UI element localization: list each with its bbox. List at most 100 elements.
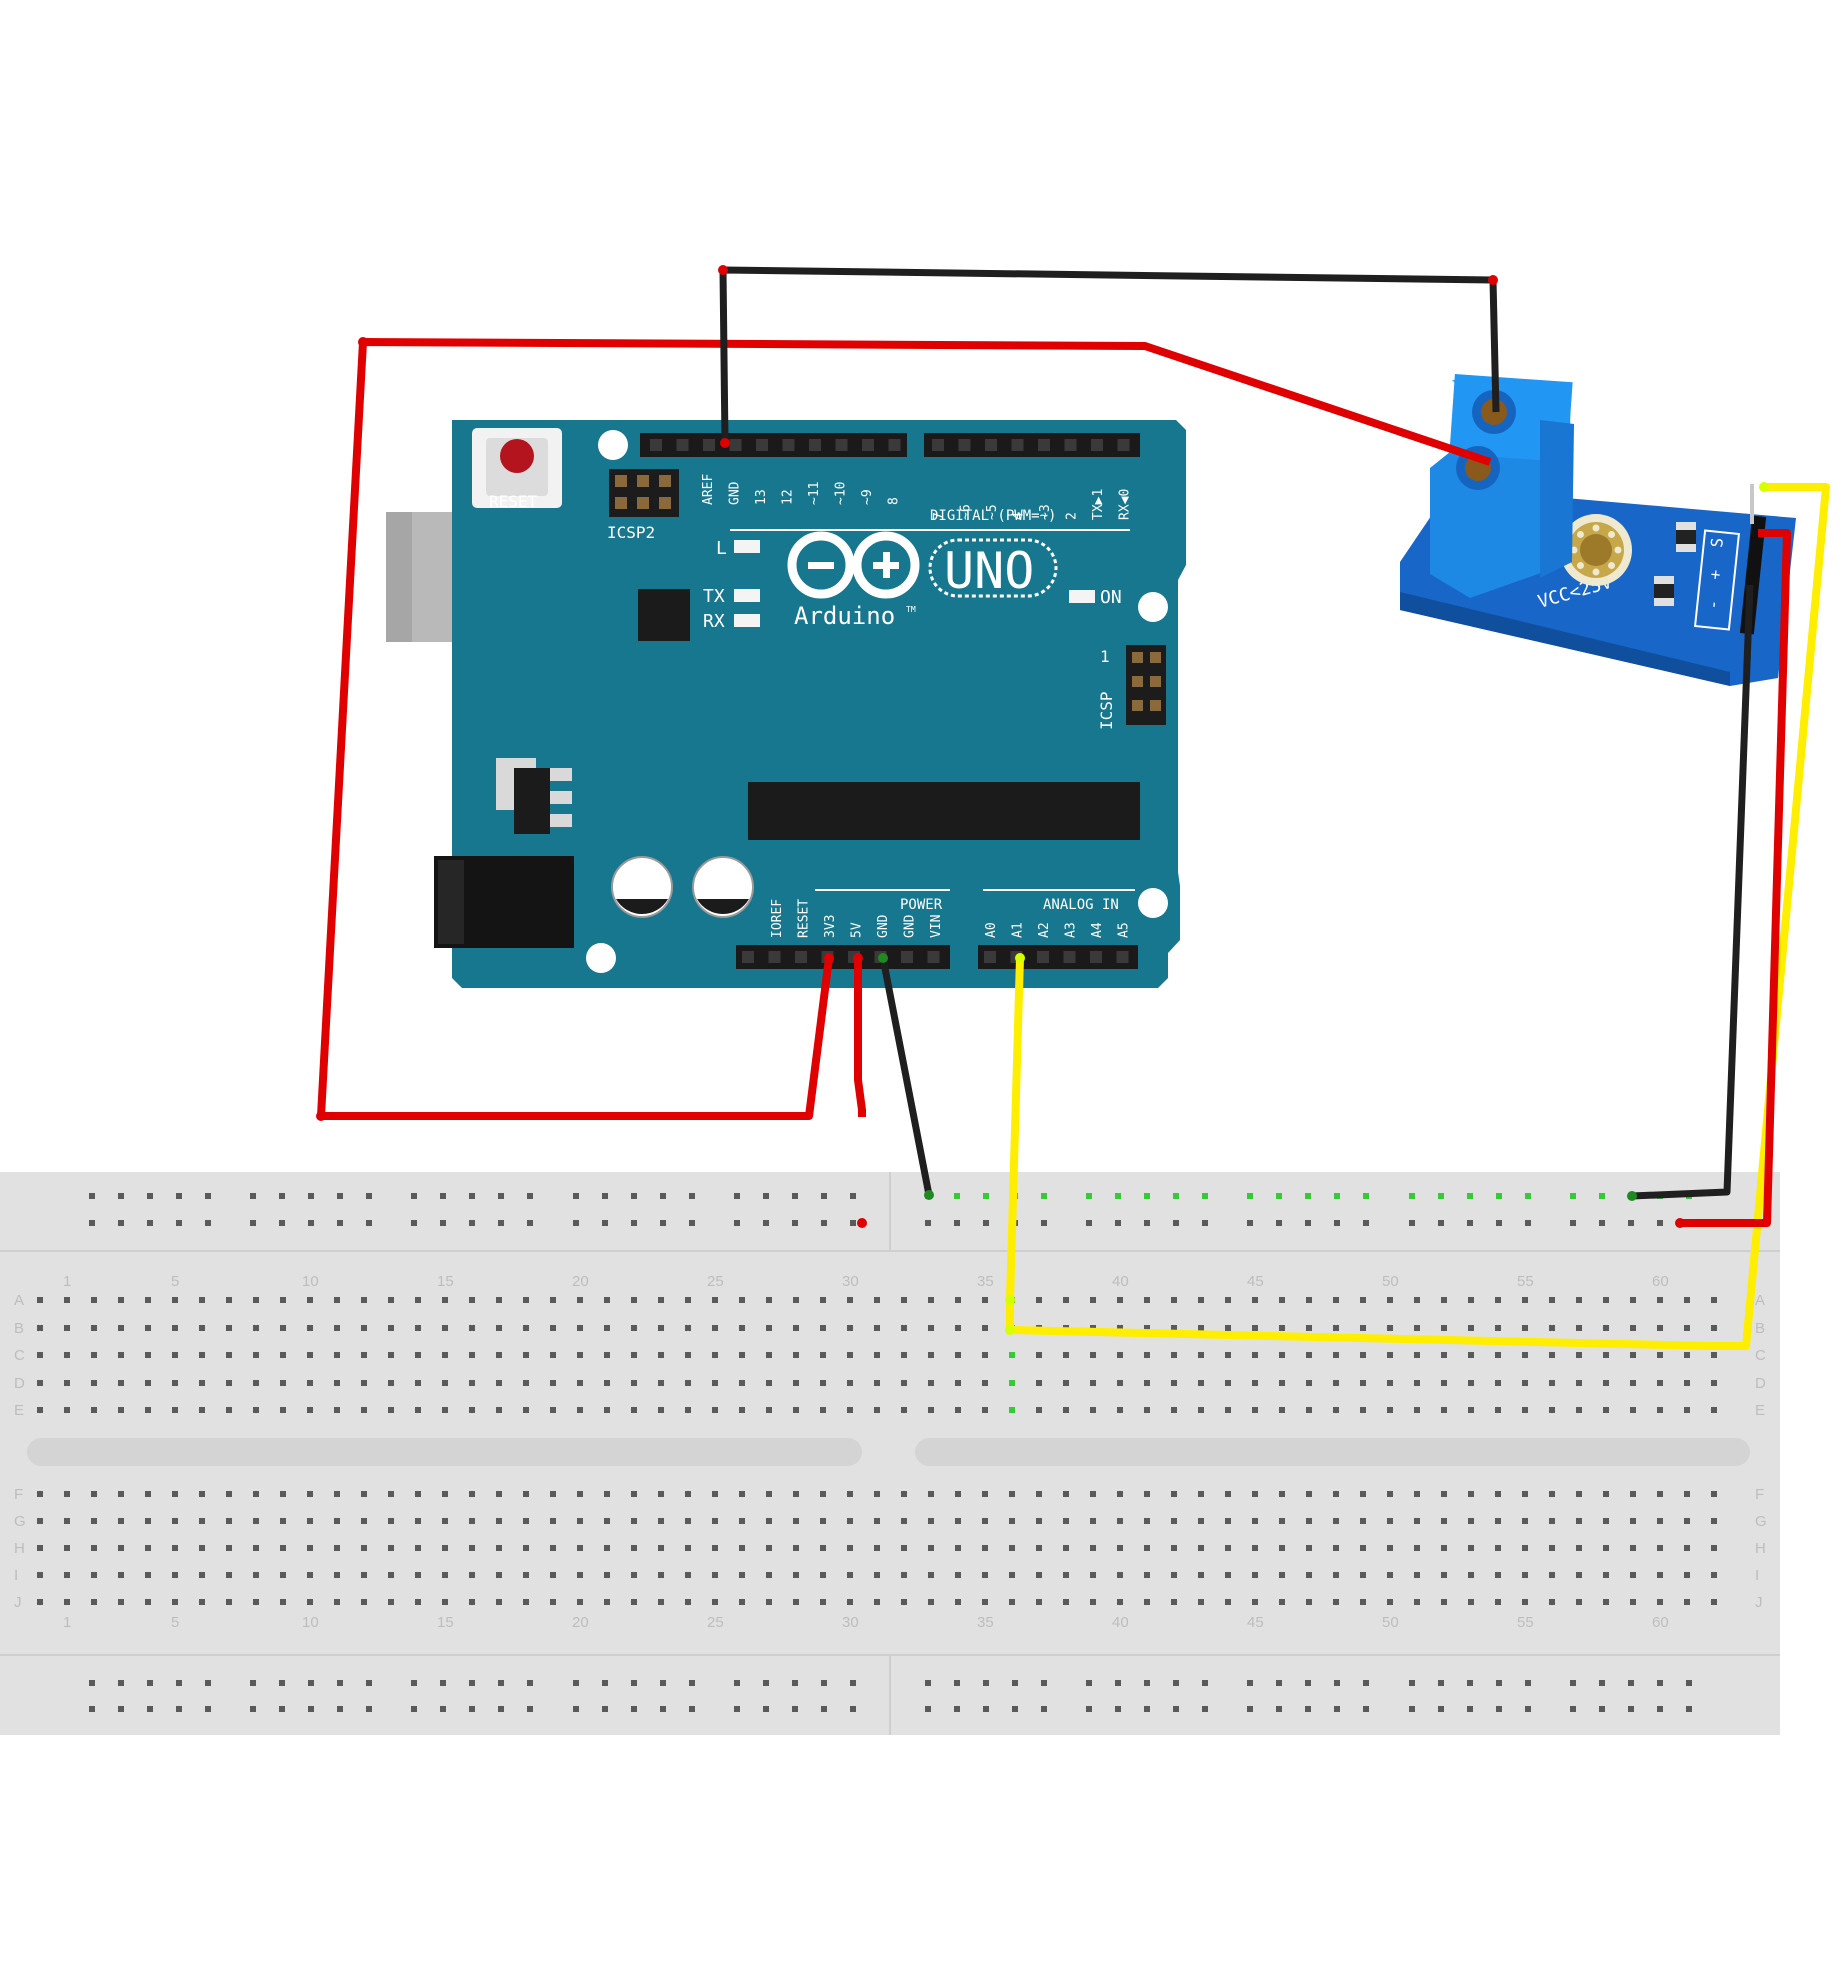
breadboard-hole <box>1063 1380 1069 1386</box>
breadboard-hole <box>1090 1407 1096 1413</box>
rail-hole <box>631 1680 637 1686</box>
breadboard-hole <box>1117 1518 1123 1524</box>
breadboard-hole <box>1414 1545 1420 1551</box>
rail-hole <box>573 1680 579 1686</box>
breadboard-hole <box>820 1407 826 1413</box>
breadboard-hole <box>1711 1599 1717 1605</box>
breadboard-hole <box>955 1572 961 1578</box>
breadboard-hole <box>1576 1297 1582 1303</box>
breadboard-hole <box>199 1352 205 1358</box>
icsp-pin1-label: 1 <box>1100 647 1110 666</box>
breadboard-hole <box>1522 1325 1528 1331</box>
breadboard-hole <box>550 1518 556 1524</box>
breadboard-hole <box>820 1352 826 1358</box>
breadboard-hole <box>1360 1407 1366 1413</box>
wire-endpoint <box>1675 1218 1685 1228</box>
breadboard-hole <box>496 1297 502 1303</box>
breadboard-hole <box>901 1572 907 1578</box>
breadboard-hole <box>847 1407 853 1413</box>
breadboard-hole <box>685 1407 691 1413</box>
breadboard-hole <box>1468 1518 1474 1524</box>
breadboard-hole <box>1198 1325 1204 1331</box>
breadboard-hole <box>118 1352 124 1358</box>
breadboard-hole <box>1090 1491 1096 1497</box>
rail-hole <box>1173 1706 1179 1712</box>
wire-endpoint <box>1627 1191 1637 1201</box>
breadboard-hole <box>1198 1407 1204 1413</box>
rail-hole <box>1657 1220 1663 1226</box>
breadboard-hole <box>1198 1297 1204 1303</box>
column-number-label: 50 <box>1382 1614 1399 1631</box>
breadboard-hole <box>793 1599 799 1605</box>
breadboard-hole <box>658 1352 664 1358</box>
breadboard-hole <box>91 1518 97 1524</box>
breadboard-hole <box>496 1407 502 1413</box>
breadboard-hole <box>1468 1491 1474 1497</box>
rail-hole <box>1086 1193 1092 1199</box>
breadboard-hole <box>523 1380 529 1386</box>
breadboard-hole <box>1117 1352 1123 1358</box>
breadboard-hole <box>901 1297 907 1303</box>
pin-label: RX◀0 <box>1118 489 1133 520</box>
breadboard-hole <box>1495 1297 1501 1303</box>
breadboard-hole <box>91 1599 97 1605</box>
pin-label: 2 <box>1065 512 1080 520</box>
column-number-label: 25 <box>707 1273 724 1290</box>
rail-hole <box>1409 1220 1415 1226</box>
rail-hole <box>1599 1706 1605 1712</box>
breadboard-hole <box>1036 1491 1042 1497</box>
breadboard-hole <box>1198 1599 1204 1605</box>
breadboard-hole <box>1441 1352 1447 1358</box>
breadboard-hole <box>388 1599 394 1605</box>
breadboard-hole <box>1630 1380 1636 1386</box>
breadboard-hole <box>955 1407 961 1413</box>
breadboard-hole <box>1657 1599 1663 1605</box>
rail-hole <box>1202 1680 1208 1686</box>
breadboard-hole <box>550 1297 556 1303</box>
breadboard-hole <box>37 1325 43 1331</box>
breadboard-hole <box>1657 1545 1663 1551</box>
icsp-pin <box>1150 652 1161 663</box>
breadboard-hole <box>1117 1380 1123 1386</box>
pin-label: 12 <box>781 489 796 505</box>
pin-label: TX▶1 <box>1091 489 1106 520</box>
wire-endpoints <box>316 265 1769 1335</box>
header-pin-hole <box>1117 439 1130 451</box>
rail-hole <box>1525 1220 1531 1226</box>
rail-hole <box>573 1193 579 1199</box>
breadboard-hole <box>577 1599 583 1605</box>
breadboard-hole <box>1549 1407 1555 1413</box>
column-number-label: 5 <box>171 1614 179 1631</box>
rail-hole <box>1041 1193 1047 1199</box>
breadboard-hole <box>253 1572 259 1578</box>
sensor-pin-minus-label: - <box>1703 599 1723 611</box>
breadboard-hole <box>199 1518 205 1524</box>
rail-hole <box>1173 1193 1179 1199</box>
breadboard-hole <box>1117 1545 1123 1551</box>
breadboard-hole <box>1549 1297 1555 1303</box>
rail-hole <box>411 1220 417 1226</box>
breadboard-hole <box>739 1518 745 1524</box>
column-number-label: 40 <box>1112 1614 1129 1631</box>
breadboard-hole <box>1306 1380 1312 1386</box>
rail-hole <box>792 1680 798 1686</box>
breadboard-hole <box>1441 1325 1447 1331</box>
breadboard-hole <box>550 1491 556 1497</box>
sensor-pcb-edge <box>1400 592 1730 686</box>
rail-hole <box>1144 1193 1150 1199</box>
breadboard-hole <box>523 1572 529 1578</box>
breadboard-hole <box>496 1491 502 1497</box>
breadboard-hole <box>1711 1545 1717 1551</box>
breadboard-hole <box>1522 1491 1528 1497</box>
column-number-label: 55 <box>1517 1273 1534 1290</box>
breadboard-hole <box>631 1518 637 1524</box>
breadboard-hole <box>631 1297 637 1303</box>
usb-chip <box>638 589 690 641</box>
breadboard-hole <box>658 1572 664 1578</box>
resistor-2-body <box>1654 584 1674 598</box>
breadboard-hole <box>658 1518 664 1524</box>
mounting-hole-4 <box>586 943 616 973</box>
reset-label: RESET <box>489 492 538 511</box>
breadboard-hole <box>1009 1599 1015 1605</box>
breadboard-hole <box>1522 1297 1528 1303</box>
